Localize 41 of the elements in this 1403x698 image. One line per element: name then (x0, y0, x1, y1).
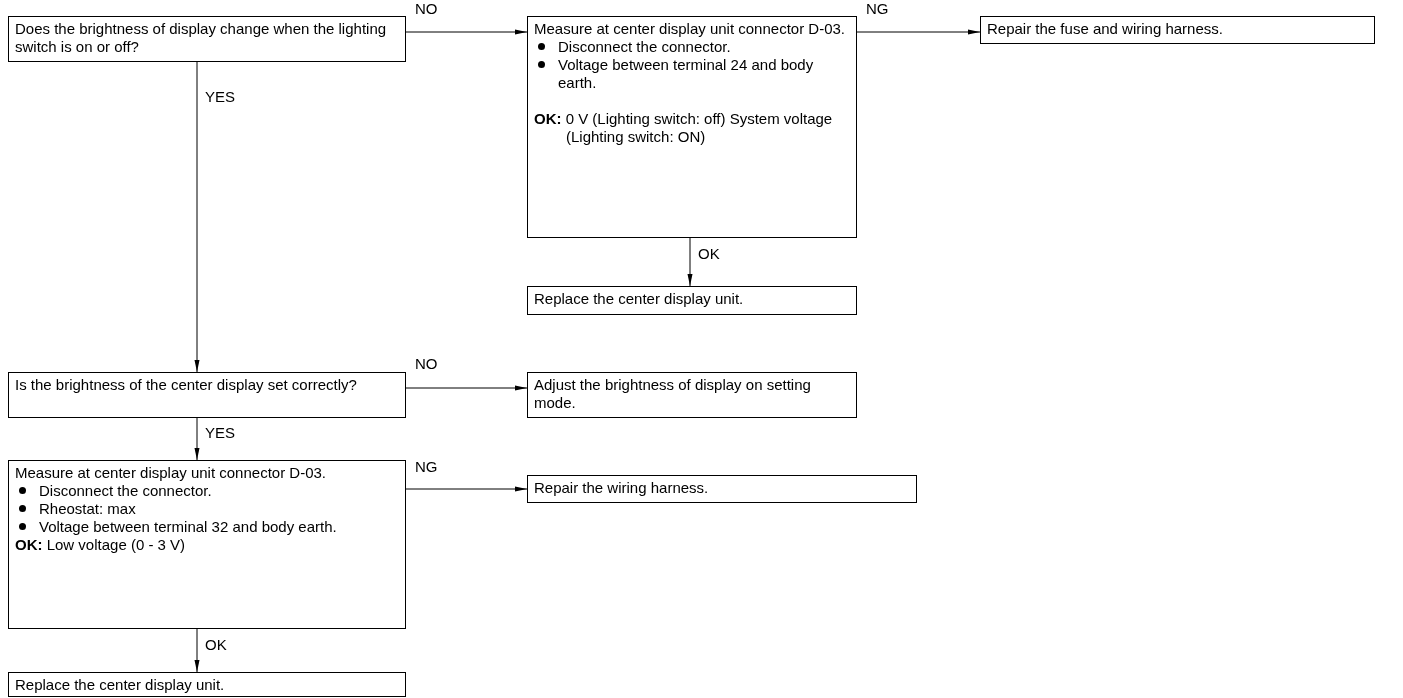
process-box (527, 475, 917, 503)
process-box (980, 16, 1375, 44)
process-box (8, 672, 406, 697)
box-text: Measure at center display unit connector D-03. (534, 20, 846, 38)
box-text: Measure at center display unit connector D-03. (15, 464, 327, 482)
process-box (527, 16, 857, 238)
process-box (527, 286, 857, 315)
box-text: Replace the center display unit. (15, 676, 226, 694)
box-text: Is the brightness of the center display set correctly? (15, 376, 358, 394)
process-box (8, 460, 406, 629)
ok-criteria: OK: 0 V (Lighting switch: off) System voltage (Lighting switch: ON) (534, 110, 834, 146)
box-text: Repair the wiring harness. (534, 479, 710, 497)
arrow (405, 486, 528, 492)
box-text: Repair the fuse and wiring harness. (987, 20, 1224, 38)
edge-label: YES (205, 424, 235, 442)
edge-label: NG (866, 0, 889, 18)
bullet-item: Rheostat: max (15, 500, 399, 518)
bullet-item: Disconnect the connector. (534, 38, 850, 56)
arrow (405, 385, 528, 391)
bullet-item: Voltage between terminal 24 and body earth. (534, 56, 850, 92)
box-text: Does the brightness of display change when the lighting switch is on or off? (15, 20, 388, 56)
ok-criteria: OK: Low voltage (0 - 3 V) (15, 536, 187, 554)
arrow (405, 29, 528, 35)
edge-label: NO (415, 0, 438, 18)
box-text: Adjust the brightness of display on setting mode. (534, 376, 812, 412)
arrow (194, 628, 200, 673)
edge-label: NO (415, 355, 438, 373)
arrow (687, 237, 693, 287)
edge-label: YES (205, 88, 235, 106)
arrow (856, 29, 981, 35)
edge-label: OK (698, 245, 720, 263)
process-box (8, 16, 406, 62)
edge-label: OK (205, 636, 227, 654)
process-box (527, 372, 857, 418)
arrow (194, 61, 200, 373)
edge-label: NG (415, 458, 438, 476)
box-text: Replace the center display unit. (534, 290, 745, 308)
process-box (8, 372, 406, 418)
bullet-item: Disconnect the connector. (15, 482, 399, 500)
bullet-item: Voltage between terminal 32 and body earth. (15, 518, 399, 536)
arrow (194, 417, 200, 461)
